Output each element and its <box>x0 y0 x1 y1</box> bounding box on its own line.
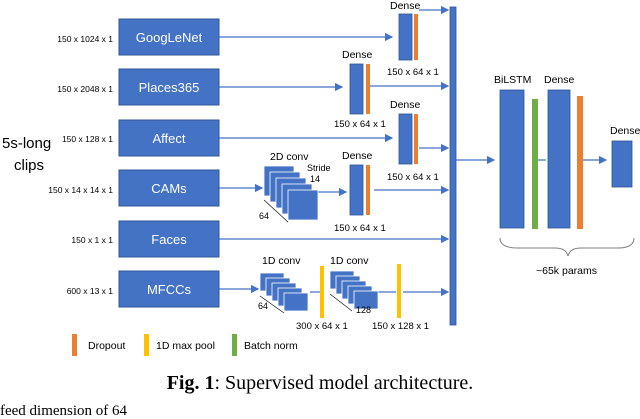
dense-branch-1-dim: 150 x 64 x 1 <box>387 67 439 78</box>
conv1d-2-filters: 128 <box>356 305 371 315</box>
dense-branch-3: Dense 150 x 64 x 1 <box>387 99 439 183</box>
legend-swatch-dropout <box>72 334 77 356</box>
conv2d-block: 2D conv Stride 14 64 <box>259 151 331 223</box>
module-dim-faces: 150 x 1 x 1 <box>71 235 113 245</box>
module-dim-cams: 150 x 14 x 14 x 1 <box>48 185 113 195</box>
module-dim-mfccs: 600 x 13 x 1 <box>67 286 114 296</box>
caption-prefix: Fig. 1 <box>166 372 215 394</box>
maxpool-2 <box>397 264 401 318</box>
dense-branch-4-label: Dense <box>342 150 373 162</box>
module-mfccs: MFCCs <box>118 270 220 308</box>
conv1d-1-label: 1D conv <box>262 255 301 267</box>
conv1d-1-filters: 64 <box>258 301 268 311</box>
dense-branch-1-label: Dense <box>390 0 421 12</box>
side-label-line2: clips <box>14 157 44 174</box>
dropout-layer <box>577 96 583 229</box>
dense1-layer <box>547 89 571 229</box>
side-label-line1: 5s-long <box>2 135 51 152</box>
module-faces: Faces <box>118 220 220 258</box>
dense-branch-1: Dense 150 x 64 x 1 <box>387 0 439 78</box>
maxpool-1 <box>320 266 324 318</box>
module-cams: CAMs <box>118 169 220 207</box>
legend-label-maxpool: 1D max pool <box>156 340 215 352</box>
dense-branch-4: Dense 150 x 64 x 1 <box>334 150 386 234</box>
conv1d-block-1: 1D conv 64 300 x 64 x 1 <box>258 255 348 332</box>
module-dim-places365: 150 x 2048 x 1 <box>57 84 113 94</box>
dense-branch-2-label: Dense <box>342 49 373 61</box>
dense-branch-4-dim: 150 x 64 x 1 <box>334 223 386 234</box>
legend: Dropout 1D max pool Batch norm <box>72 334 298 356</box>
module-dim-affect: 150 x 128 x 1 <box>62 134 113 144</box>
dense-branch-2-dim: 150 x 64 x 1 <box>334 119 386 130</box>
concat-layer <box>449 6 457 326</box>
figure-caption: Fig. 1: Supervised model architecture. <box>0 372 640 395</box>
conv1d-2-out-dim: 150 x 128 x 1 <box>372 321 429 332</box>
dense-branch-2: Dense 150 x 64 x 1 <box>334 49 386 130</box>
head-bilstm-label: BiLSTM <box>494 74 531 86</box>
connector-lines <box>219 5 450 297</box>
bilstm-layer <box>499 89 525 229</box>
module-label-googlenet: GoogLeNet <box>136 30 203 45</box>
conv1d-1-out-dim: 300 x 64 x 1 <box>296 321 348 332</box>
module-dim-googlenet: 150 x 1024 x 1 <box>57 34 113 44</box>
conv2d-stride-label: Stride <box>307 163 331 173</box>
legend-label-batchnorm: Batch norm <box>244 340 298 352</box>
dense-branch-3-label: Dense <box>390 99 421 111</box>
module-affect: Affect <box>118 119 220 157</box>
conv2d-stride-value: 14 <box>310 174 320 184</box>
conv2d-label: 2D conv <box>270 151 309 163</box>
params-brace <box>499 237 635 257</box>
module-label-cams: CAMs <box>151 181 187 196</box>
conv2d-filters: 64 <box>259 211 269 221</box>
module-label-mfccs: MFCCs <box>147 282 192 297</box>
caption-text: : Supervised model architecture. <box>214 372 474 394</box>
legend-swatch-batchnorm <box>232 334 237 356</box>
architecture-diagram: 5s-long clips 150 x 1024 x 1 150 x 2048 … <box>2 0 640 356</box>
module-label-places365: Places365 <box>139 80 200 95</box>
head-dense1-label: Dense <box>544 74 575 86</box>
head-params: ~65k params <box>536 265 597 277</box>
conv1d-block-2: 1D conv 128 150 x 128 x 1 <box>329 255 429 332</box>
conv1d-2-label: 1D conv <box>330 255 369 267</box>
batchnorm-layer <box>532 99 538 229</box>
dense-branch-3-dim: 150 x 64 x 1 <box>387 172 439 183</box>
legend-swatch-maxpool <box>144 334 149 356</box>
module-places365: Places365 <box>118 68 220 106</box>
module-googlenet: GoogLeNet <box>118 18 220 56</box>
body-text-cutoff: feed dimension of 64 <box>0 403 128 419</box>
legend-label-dropout: Dropout <box>88 340 125 352</box>
module-label-faces: Faces <box>151 232 187 247</box>
module-label-affect: Affect <box>152 131 185 146</box>
dense2-layer <box>611 140 633 188</box>
head-block: BiLSTM Dense Dense ~65k params <box>494 74 640 277</box>
head-dense2-label: Dense <box>610 125 640 137</box>
